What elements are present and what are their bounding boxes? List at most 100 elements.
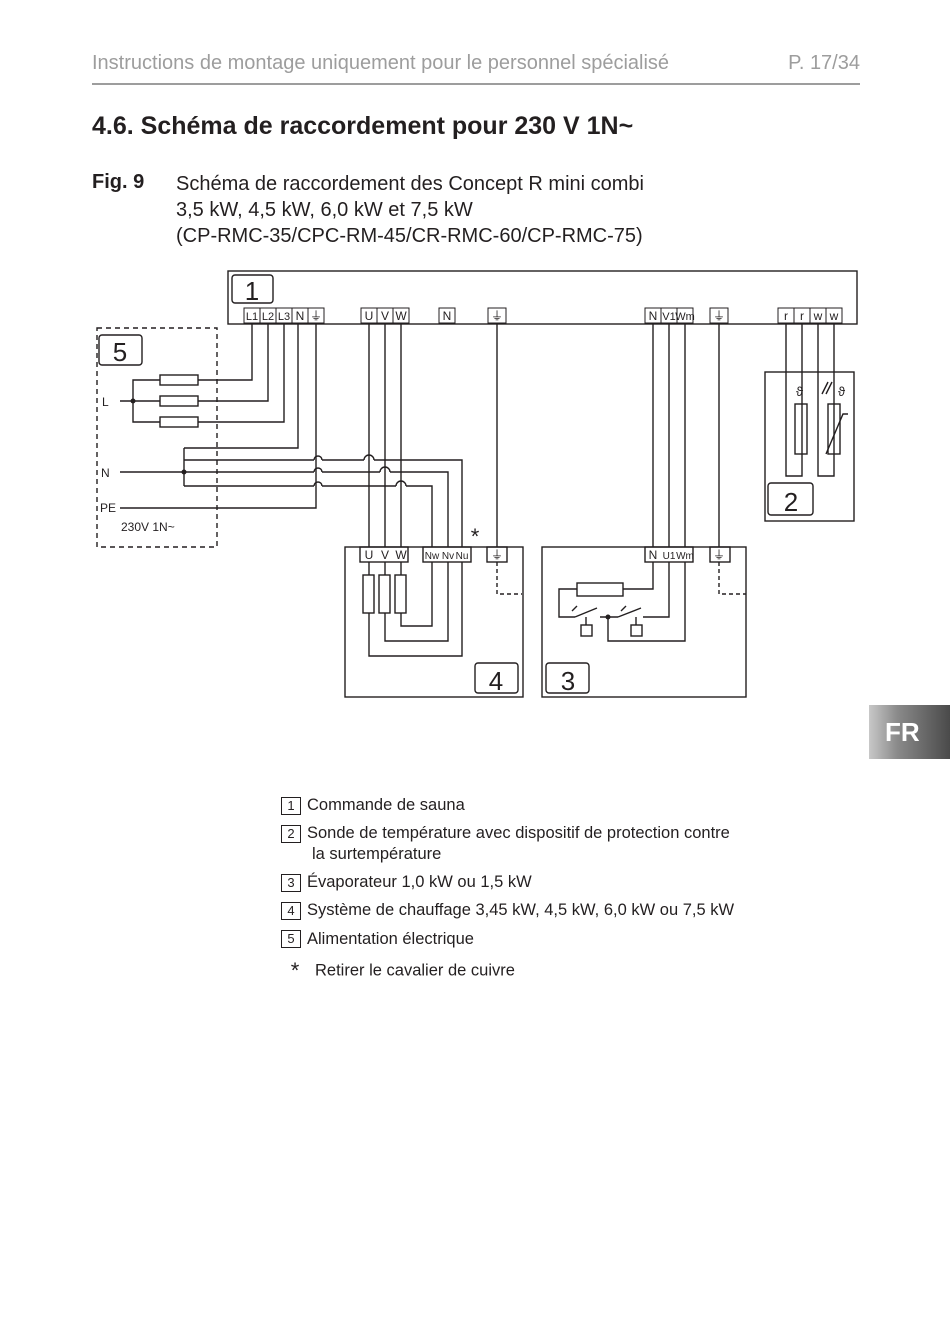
terminal-label: W <box>395 309 407 323</box>
evaporator-box <box>541 546 747 698</box>
junction-dot <box>605 614 611 620</box>
wire-n <box>120 324 299 486</box>
terminal-label: V1 <box>662 311 675 323</box>
evap-pe-dashed <box>718 562 746 595</box>
junction-dot <box>181 469 187 475</box>
heater-internal-wire <box>368 562 402 575</box>
evaporator-element <box>576 582 624 597</box>
heater-terminal-strip <box>359 546 409 563</box>
legend-number: 1 <box>281 796 301 815</box>
box-number-frame <box>545 662 590 694</box>
heater-pe-dashed <box>496 562 522 595</box>
box-number-3: 3 <box>561 666 575 696</box>
legend-text: Commande de sauna <box>307 796 465 815</box>
terminal-label: r <box>800 309 804 323</box>
sensor-box <box>764 371 855 522</box>
copper-jumper-star: * <box>471 524 480 549</box>
wire-n-nv <box>184 471 449 547</box>
theta-symbol: ϑ <box>796 384 804 399</box>
legend-text: Sonde de température avec dispositif de … <box>307 824 730 843</box>
terminal-box <box>307 307 325 324</box>
figure-caption-line: 3,5 kW, 4,5 kW, 6,0 kW et 7,5 kW <box>176 199 473 221</box>
heater-internal-wire <box>368 562 463 657</box>
terminal-box <box>438 307 456 324</box>
terminal-label: N <box>649 309 658 323</box>
wire-l <box>120 379 160 423</box>
device-terminal-label: U1 <box>663 551 676 562</box>
heating-element <box>378 574 391 614</box>
terminal-box <box>392 307 410 324</box>
evap-internal-wire <box>558 562 670 618</box>
heating-element <box>394 574 407 614</box>
device-terminal-label: Nu <box>456 551 469 562</box>
language-tab[interactable]: FR <box>869 705 950 759</box>
running-header-title: Instructions de montage uniquement pour … <box>92 52 670 74</box>
legend-number: 3 <box>281 873 301 892</box>
terminal-box <box>825 307 843 324</box>
box-number-frame <box>231 274 274 304</box>
label-n: N <box>101 466 110 480</box>
heating-element <box>362 574 375 614</box>
box-number-frame <box>98 334 143 366</box>
wire-sensor-r1 <box>785 324 803 477</box>
heater-internal-wire <box>384 562 449 642</box>
legend-number: 2 <box>281 824 301 843</box>
overheat-arrow <box>821 381 833 395</box>
legend-text: Alimentation électrique <box>307 929 474 948</box>
terminal-label: Wm <box>675 311 695 323</box>
evap-switch <box>574 607 642 618</box>
wire-l3 <box>198 324 285 423</box>
heater-internal-wire <box>400 562 433 627</box>
junction-dot <box>130 398 136 404</box>
box-number-1: 1 <box>245 276 259 306</box>
header-rule <box>92 83 860 85</box>
legend-text-continued: la surtempérature <box>312 845 442 864</box>
device-terminal-label: Nw <box>425 551 440 562</box>
control-unit-box <box>227 270 858 325</box>
legend-item-star: * Retirer le cavalier de cuivre <box>281 958 734 984</box>
legend-item: 1 Commande de sauna <box>281 796 734 815</box>
terminal-label: N <box>443 309 452 323</box>
wire-sensor-w1 <box>817 324 835 477</box>
terminal-box <box>709 307 729 324</box>
legend-item: 2 Sonde de température avec dispositif de… <box>281 824 734 864</box>
thermostat-symbol <box>580 624 593 637</box>
device-terminal-label: ⏚ <box>713 548 725 562</box>
page-number: P. 17/34 <box>788 52 860 74</box>
device-terminal-label: V <box>381 548 389 562</box>
box-number-frame <box>474 662 519 694</box>
overheat-sensor-diagonal <box>825 413 848 455</box>
box-number-4: 4 <box>489 666 503 696</box>
box-number-2: 2 <box>784 487 798 517</box>
wire-n-nu <box>184 485 433 547</box>
fuse <box>159 374 199 386</box>
figure-caption-line: Schéma de raccordement des Concept R min… <box>176 173 644 195</box>
terminal-label: w <box>813 309 823 323</box>
wire-pe <box>120 324 317 509</box>
terminal-label: ⏚ <box>713 309 725 323</box>
legend-text: Système de chauffage 3,45 kW, 4,5 kW, 6,… <box>307 901 735 920</box>
power-supply-box <box>96 327 218 548</box>
figure-caption: Schéma de raccordement des Concept R min… <box>176 171 644 249</box>
terminal-label: L2 <box>262 311 274 323</box>
label-pe: PE <box>100 501 116 515</box>
evap-internal-wire <box>607 562 686 642</box>
device-terminal-label: Nv <box>442 551 454 562</box>
legend-text: Retirer le cavalier de cuivre <box>315 961 515 980</box>
box-number-frame <box>767 482 814 516</box>
legend-star: * <box>290 957 300 983</box>
terminal-label: V <box>381 309 389 323</box>
thermostat-symbol <box>630 624 643 637</box>
evap-internal-wire <box>585 617 637 625</box>
wire-crossover <box>313 455 323 487</box>
terminal-label: L1 <box>246 311 258 323</box>
terminal-label: L3 <box>278 311 290 323</box>
theta-symbol: ϑ <box>838 384 846 399</box>
terminal-label: ⏚ <box>491 309 503 323</box>
wire-l2 <box>198 324 269 402</box>
